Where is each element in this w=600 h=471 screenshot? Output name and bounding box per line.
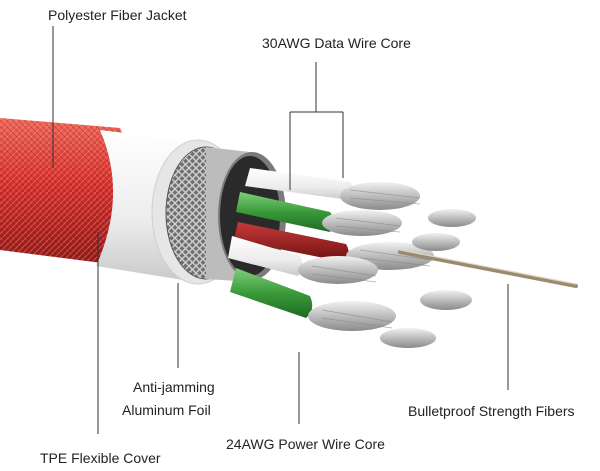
label-power-core: 24AWG Power Wire Core <box>226 436 385 452</box>
strength-fiber <box>398 249 578 288</box>
label-fibers: Bulletproof Strength Fibers <box>408 403 575 419</box>
polyester-jacket <box>0 118 135 265</box>
label-tpe: TPE Flexible Cover <box>40 450 161 466</box>
label-foil-line1: Anti-jamming <box>133 379 215 395</box>
inner-conductors <box>228 168 476 348</box>
label-data-core: 30AWG Data Wire Core <box>262 35 411 51</box>
label-jacket: Polyester Fiber Jacket <box>48 7 187 23</box>
leader-lines <box>52 26 509 434</box>
label-foil-line2: Aluminum Foil <box>122 402 211 418</box>
